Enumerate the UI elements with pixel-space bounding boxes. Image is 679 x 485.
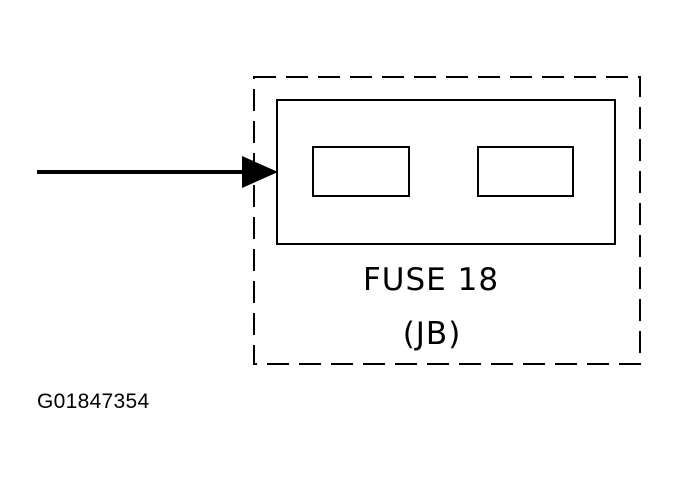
fuse-label: FUSE 18 <box>363 262 499 298</box>
fuse-terminal-left <box>312 146 410 197</box>
fuse-terminal-right <box>477 146 574 197</box>
pointer-arrow-icon <box>37 156 278 188</box>
figure-id: G01847354 <box>37 390 150 413</box>
fuse-body <box>276 99 616 245</box>
junction-block-label: (JB) <box>403 316 462 352</box>
junction-block-outline <box>253 76 641 365</box>
